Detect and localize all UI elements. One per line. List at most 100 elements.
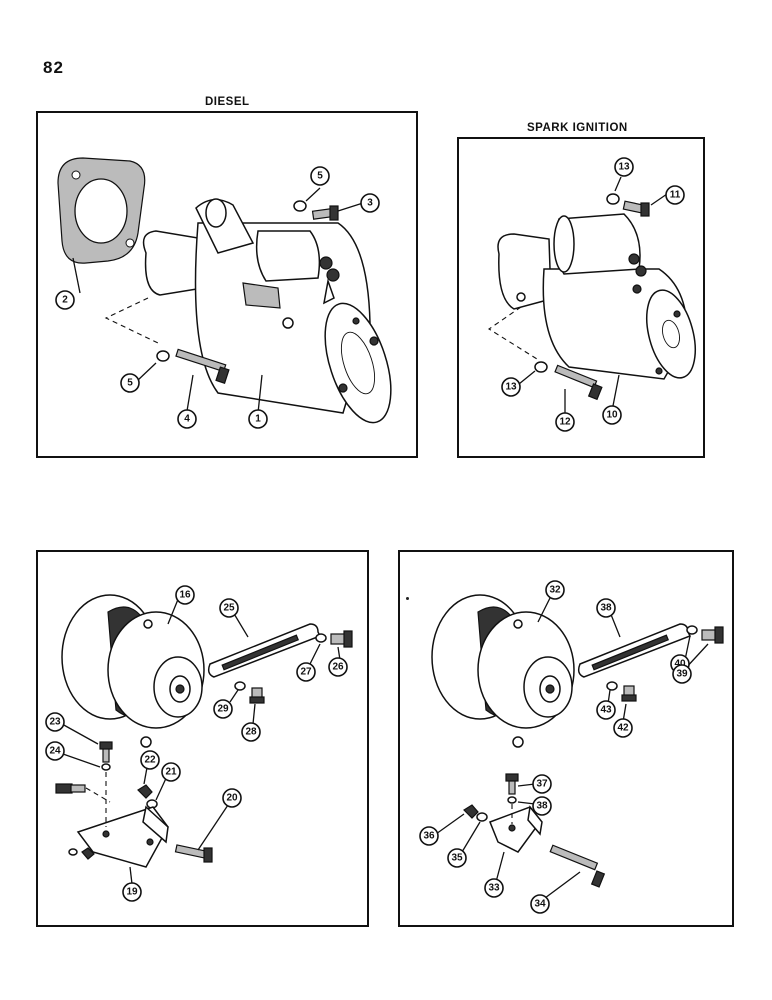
alternator-part-right <box>431 594 575 748</box>
bolt-11 <box>622 200 650 217</box>
spark-starter-motor-part <box>497 213 696 380</box>
svg-text:27: 27 <box>300 667 312 678</box>
svg-text:25: 25 <box>223 603 235 614</box>
callout-16: 16 <box>175 585 195 605</box>
alternator-left-drawing: 16 25 27 26 29 28 23 24 <box>45 585 353 902</box>
svg-text:34: 34 <box>534 899 546 910</box>
bolt-23 <box>99 741 113 763</box>
alternator-part <box>61 594 205 748</box>
spark-ignition-starter-panel: 13 11 13 12 10 <box>457 137 705 458</box>
callout-34: 34 <box>530 894 550 914</box>
callout-1: 1 <box>248 409 268 429</box>
svg-text:26: 26 <box>332 662 344 673</box>
svg-text:29: 29 <box>217 704 229 715</box>
svg-text:37: 37 <box>536 779 548 790</box>
svg-text:10: 10 <box>606 410 618 421</box>
callout-25: 25 <box>219 598 239 618</box>
nut-bracket <box>81 847 95 860</box>
washer-24 <box>101 763 111 771</box>
svg-text:4: 4 <box>184 414 190 425</box>
callout-10: 10 <box>602 405 622 425</box>
diesel-panel-title: DIESEL <box>205 96 250 108</box>
alternator-left-panel: 16 25 27 26 29 28 23 24 <box>36 550 369 927</box>
svg-text:3: 3 <box>367 198 373 209</box>
svg-text:36: 36 <box>423 831 435 842</box>
page-number: 82 <box>43 58 64 77</box>
washer-41 <box>686 625 698 635</box>
callout-42: 42 <box>613 718 633 738</box>
bolt-26 <box>330 630 353 648</box>
svg-text:38: 38 <box>600 603 612 614</box>
alternator-right-drawing: 32 38 40 39 43 42 37 38 <box>419 580 724 914</box>
washer-38 <box>507 796 517 804</box>
callout-19: 19 <box>122 882 142 902</box>
bolt-37 <box>505 773 519 795</box>
nut-36 <box>463 804 479 819</box>
callout-33: 33 <box>484 878 504 898</box>
bracket-part-right <box>489 805 543 853</box>
callout-13-upper: 13 <box>614 157 634 177</box>
callout-22: 22 <box>140 750 160 770</box>
svg-text:33: 33 <box>488 883 500 894</box>
callout-21: 21 <box>161 762 181 782</box>
callout-39: 38 <box>596 598 616 618</box>
bolt-4 <box>175 348 230 384</box>
svg-text:40: 40 <box>674 659 686 670</box>
svg-text:22: 22 <box>144 755 156 766</box>
svg-text:1: 1 <box>255 414 261 425</box>
svg-text:12: 12 <box>559 417 571 428</box>
bolt-12 <box>554 364 603 401</box>
callout-29: 29 <box>213 699 233 719</box>
callout-27: 27 <box>296 662 316 682</box>
svg-text:13: 13 <box>618 162 630 173</box>
svg-text:38: 38 <box>536 801 548 812</box>
callout-35: 35 <box>447 848 467 868</box>
svg-text:28: 28 <box>245 727 257 738</box>
starter-motor-part <box>142 198 392 424</box>
washer-43 <box>606 681 618 691</box>
callout-40: 39 <box>672 664 692 684</box>
alternator-right-panel: 32 38 40 39 43 42 37 38 <box>398 550 734 927</box>
svg-text:19: 19 <box>126 887 138 898</box>
callout-32: 32 <box>545 580 565 600</box>
callout-11: 11 <box>665 185 685 205</box>
bolt-20 <box>174 844 213 863</box>
callout-5-lower: 5 <box>120 373 140 393</box>
diesel-starter-panel: 2 5 3 5 4 1 <box>36 111 418 458</box>
bolt-34 <box>549 844 606 888</box>
callout-26: 26 <box>328 657 348 677</box>
callout-28: 28 <box>241 722 261 742</box>
callout-5-upper: 5 <box>310 166 330 186</box>
svg-text:35: 35 <box>451 853 463 864</box>
svg-text:5: 5 <box>127 378 133 389</box>
bolt-28 <box>249 687 265 704</box>
callout-36: 36 <box>419 826 439 846</box>
washer-13-upper <box>606 193 620 205</box>
callout-2: 2 <box>55 290 75 310</box>
bracket-part <box>76 805 169 868</box>
callout-37: 37 <box>532 774 552 794</box>
gasket-part <box>57 157 146 264</box>
washer-35 <box>476 812 488 822</box>
callout-4: 4 <box>177 409 197 429</box>
svg-text:32: 32 <box>549 585 561 596</box>
bolt-left-bracket <box>55 783 86 794</box>
callout-24: 24 <box>45 741 65 761</box>
callout-43: 43 <box>596 700 616 720</box>
svg-text:11: 11 <box>670 190 681 201</box>
svg-text:20: 20 <box>226 793 238 804</box>
svg-text:16: 16 <box>179 590 191 601</box>
svg-text:43: 43 <box>600 705 612 716</box>
nut-22 <box>137 784 153 799</box>
callout-23: 23 <box>45 712 65 732</box>
callout-20: 20 <box>222 788 242 808</box>
bolt-3 <box>311 205 339 221</box>
bolt-40 <box>701 626 724 644</box>
washer-5-lower <box>156 350 170 362</box>
callout-3: 3 <box>360 193 380 213</box>
print-speck <box>406 597 409 600</box>
svg-text:23: 23 <box>49 717 61 728</box>
washer-13-lower <box>534 361 548 373</box>
washer-29 <box>234 681 246 691</box>
bolt-42 <box>621 685 637 702</box>
